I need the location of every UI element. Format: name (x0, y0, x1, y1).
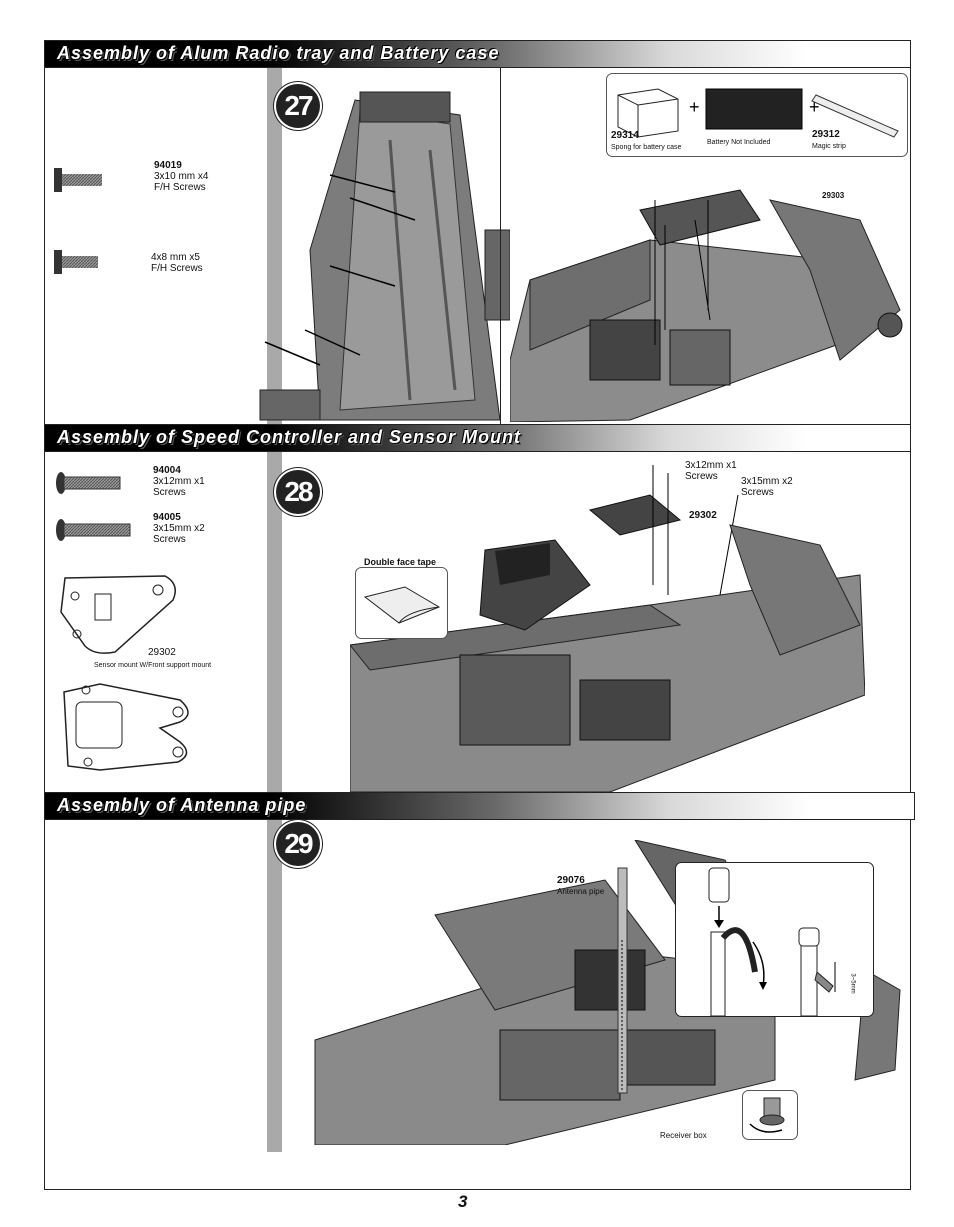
svg-text:+: + (689, 97, 700, 117)
section-29-title: Assembly of Antenna pipe (57, 795, 307, 815)
part-29303-label: 29303 (822, 191, 845, 200)
step-28-badge: 28 (276, 470, 320, 514)
section-29-banner: Assembly of Antenna pipe (44, 792, 915, 820)
page-number: 3 (458, 1192, 468, 1211)
battery-note-label: Battery Not Included (707, 139, 771, 146)
part-29302-code: 29302 (148, 647, 176, 658)
section-28-divider (267, 452, 282, 792)
sensor-mount-part-icon (60, 575, 176, 654)
double-face-tape-box (355, 567, 448, 639)
battery-case-illustration (510, 189, 903, 422)
screw-94019-icon (54, 168, 102, 192)
part-94004-label: 94004 3x12mm x1 Screws (153, 465, 205, 498)
part-94005-label: 94005 3x15mm x2 Screws (153, 512, 205, 545)
section-27-banner: Assembly of Alum Radio tray and Battery … (44, 40, 911, 68)
gap-measure-label: 3~5mm (849, 973, 856, 994)
section-27-divider (267, 68, 282, 424)
antenna-inset-box (675, 862, 874, 1017)
parts-inset-box: + + (606, 73, 908, 157)
double-face-tape-label: Double face tape (364, 557, 437, 567)
part-4x8-label: 4x8 mm x5 F/H Screws (151, 252, 203, 274)
screw-94004-icon (56, 472, 121, 494)
callout-29302-label: 29302 (689, 510, 717, 521)
fastener-detail-icon (742, 1090, 798, 1140)
step-27-split-line (500, 68, 501, 424)
section-28-title: Assembly of Speed Controller and Sensor … (57, 427, 522, 447)
screw-94005-icon (56, 519, 131, 541)
step-29-badge: 29 (276, 822, 320, 866)
receiver-box-label: Receiver box (660, 1131, 707, 1140)
section-29-divider (267, 820, 282, 1152)
step-27-badge: 27 (276, 84, 320, 128)
part-94019-label: 94019 3x10 mm x4 F/H Screws (154, 160, 209, 193)
part-29302-desc: Sensor mount W/Front support mount (94, 662, 212, 669)
radio-tray-illustration (259, 91, 510, 421)
speed-controller-illustration (350, 465, 865, 792)
front-support-mount-icon (63, 683, 189, 771)
screw-4x8-icon (54, 250, 98, 274)
svg-text:+: + (809, 97, 820, 117)
section-28-banner: Assembly of Speed Controller and Sensor … (44, 424, 911, 452)
section-27-title: Assembly of Alum Radio tray and Battery … (57, 43, 500, 63)
